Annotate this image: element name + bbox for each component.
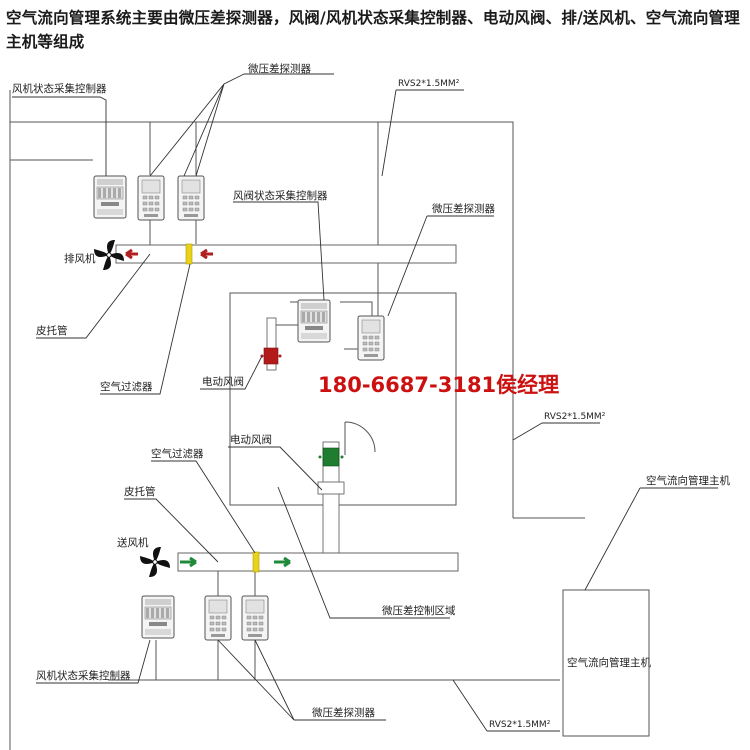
pressure-sensor-icon [204,595,232,641]
diff-sensor-bottom-1 [204,595,232,641]
supply-duct [177,551,459,573]
label-pitot-bottom: 皮托管 [124,485,156,498]
diff-sensor-bottom-2 [241,595,269,641]
controller-device-icon [141,595,175,639]
diff-sensor-top-1 [137,175,165,221]
contact-phone: 180-6687-3181侯经理 [318,373,559,397]
diff-sensor-mid [357,315,385,361]
controller-device-icon [297,299,331,343]
wiring [9,90,650,750]
label-fan-controller-bottom: 风机状态采集控制器 [36,669,131,682]
label-filter-top: 空气过滤器 [100,380,153,393]
pressure-sensor-icon [241,595,269,641]
fan-controller-top [93,175,127,219]
label-host-box: 空气流向管理主机 [567,656,651,669]
exhaust-duct [115,243,457,265]
diff-sensor-top-2 [177,175,205,221]
label-filter-bottom: 空气过滤器 [151,447,204,460]
diagram-heading: 空气流向管理系统主要由微压差探测器，风阀/风机状态采集控制器、电动风阀、排/送风… [6,8,740,51]
label-pitot-top: 皮托管 [36,324,68,337]
label-damper-2: 电动风阀 [230,433,272,446]
damper-controller [297,299,331,343]
label-supply-fan: 送风机 [117,536,149,549]
pressure-sensor-icon [137,175,165,221]
fan-controller-bottom [141,595,175,639]
diagram: 风机状态采集控制器 微压差探测器 RVS2*1.5MM² 风阀状态采集控制器 微… [9,62,730,750]
label-diff-sensor-mid: 微压差探测器 [432,202,495,215]
airflow-arrows [125,248,291,568]
label-diff-sensor-bottom: 微压差探测器 [312,706,375,719]
label-host-top: 空气流向管理主机 [646,474,730,487]
label-diff-sensor-top: 微压差探测器 [248,62,311,75]
electric-damper-2 [318,447,344,467]
pressure-sensor-icon [177,175,205,221]
label-damper-1: 电动风阀 [202,375,244,388]
label-cable-top: RVS2*1.5MM² [398,79,460,89]
leader-lines [12,73,718,732]
fan-icon [139,546,171,578]
electric-damper-1 [260,347,282,365]
label-exhaust-fan: 排风机 [64,252,96,265]
label-cable-bottom: RVS2*1.5MM² [489,720,551,730]
pressure-sensor-icon [357,315,385,361]
label-damper-controller: 风阀状态采集控制器 [233,189,328,202]
label-zone: 微压差控制区域 [382,604,456,617]
controller-device-icon [93,175,127,219]
label-cable-mid: RVS2*1.5MM² [544,412,606,422]
label-fan-controller-top: 风机状态采集控制器 [12,82,107,95]
